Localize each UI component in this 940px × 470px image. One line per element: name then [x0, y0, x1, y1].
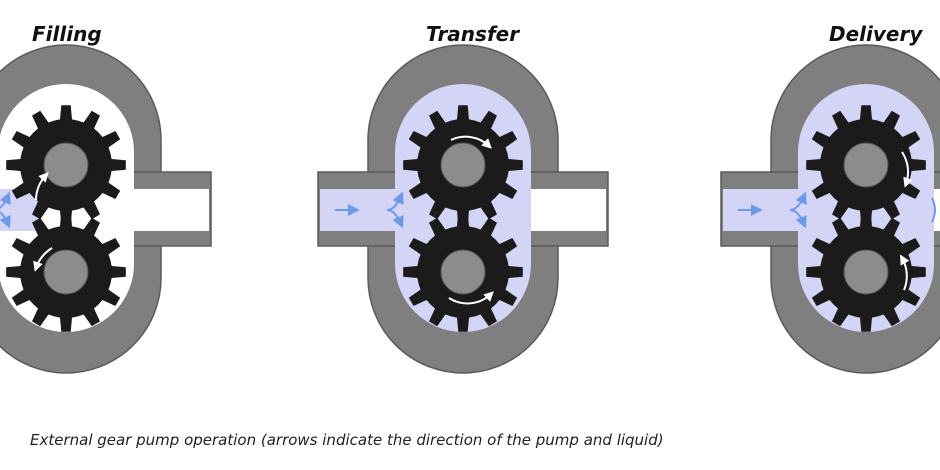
stage-title-filling: Filling — [32, 22, 102, 46]
rotation-arrow-icon — [33, 247, 53, 272]
rotation-arrow-icon — [450, 135, 492, 149]
gear-hub — [440, 249, 486, 295]
pump-stage-filling — [0, 44, 212, 374]
rotation-arrow-icon — [35, 172, 49, 201]
stage-title-transfer: Transfer — [426, 22, 520, 46]
gear-hub — [43, 142, 89, 188]
inlet-bore — [723, 189, 803, 231]
rotation-arrow-icon — [448, 291, 494, 305]
gear-pump-diagram — [0, 44, 940, 374]
flow-arrow-icon — [386, 209, 404, 229]
pump-stage-delivery — [720, 44, 940, 374]
outlet-bore — [526, 189, 606, 231]
flow-arrow-icon — [931, 197, 936, 223]
outlet-bore — [129, 189, 209, 231]
rotation-arrow-icon — [900, 254, 910, 291]
pump-stage-transfer — [317, 44, 609, 374]
gear-hub — [440, 142, 486, 188]
stage-title-delivery: Delivery — [829, 22, 923, 46]
gear-hub — [843, 249, 889, 295]
flow-arrow-icon — [0, 191, 11, 210]
rotation-arrow-icon — [901, 151, 913, 188]
figure-caption: External gear pump operation (arrows ind… — [30, 431, 664, 449]
gear-hub — [843, 142, 889, 188]
inlet-bore — [320, 189, 400, 231]
flow-arrow-icon — [789, 209, 807, 229]
gear-hub — [43, 249, 89, 295]
flow-arrow-icon — [0, 210, 11, 229]
